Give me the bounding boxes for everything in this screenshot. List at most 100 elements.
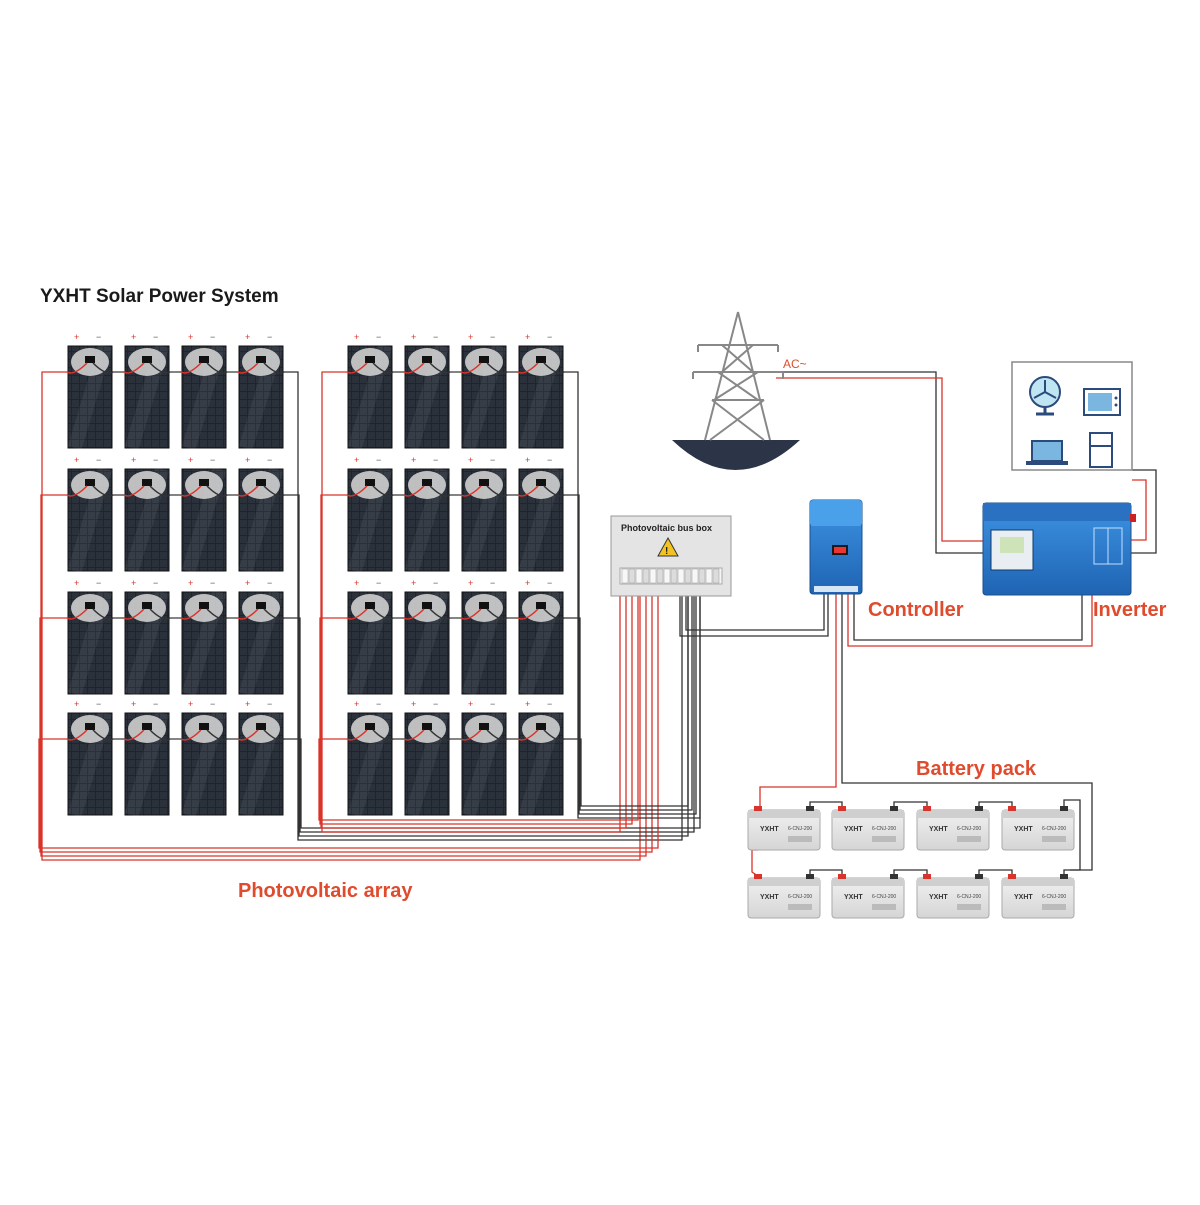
- minus-terminal-label: −: [433, 455, 438, 465]
- photovoltaic-array: [66, 343, 565, 818]
- page-title: YXHT Solar Power System: [40, 286, 279, 307]
- solar-panel: [460, 343, 508, 451]
- plus-terminal-label: +: [245, 699, 250, 709]
- plus-terminal-label: +: [188, 578, 193, 588]
- battery-pack-label: Battery pack: [916, 758, 1037, 780]
- solar-panel: [346, 343, 394, 451]
- solar-panel: [66, 710, 114, 818]
- solar-panel: [517, 466, 565, 574]
- inverter-device: [982, 502, 1136, 596]
- plus-terminal-label: +: [468, 455, 473, 465]
- minus-terminal-label: −: [547, 699, 552, 709]
- minus-terminal-label: −: [96, 699, 101, 709]
- minus-terminal-label: −: [267, 578, 272, 588]
- plus-terminal-label: +: [131, 455, 136, 465]
- minus-terminal-label: −: [490, 578, 495, 588]
- minus-terminal-label: −: [267, 332, 272, 342]
- solar-panel: [180, 343, 228, 451]
- solar-panel: [460, 466, 508, 574]
- minus-terminal-label: −: [490, 699, 495, 709]
- solar-panel: [517, 589, 565, 697]
- minus-terminal-label: −: [547, 455, 552, 465]
- plus-terminal-label: +: [245, 332, 250, 342]
- minus-terminal-label: −: [433, 699, 438, 709]
- battery-brand: YXHT: [844, 826, 863, 833]
- plus-terminal-label: +: [74, 699, 79, 709]
- minus-terminal-label: −: [267, 699, 272, 709]
- laptop-icon: [1026, 440, 1068, 465]
- plus-terminal-label: +: [525, 455, 530, 465]
- plus-terminal-label: +: [468, 578, 473, 588]
- battery-brand: YXHT: [929, 826, 948, 833]
- minus-terminal-label: −: [433, 578, 438, 588]
- plus-terminal-label: +: [188, 699, 193, 709]
- loads-box: [1011, 361, 1133, 471]
- solar-panel: [66, 343, 114, 451]
- plus-terminal-label: +: [354, 699, 359, 709]
- minus-terminal-label: −: [210, 332, 215, 342]
- solar-panel: [517, 710, 565, 818]
- battery: YXHT 6-CNJ-200: [747, 806, 821, 851]
- battery-model: 6-CNJ-200: [788, 826, 812, 832]
- battery: YXHT 6-CNJ-200: [916, 806, 990, 851]
- battery-model: 6-CNJ-200: [1042, 894, 1066, 900]
- solar-panel: [123, 343, 171, 451]
- solar-panel: [346, 589, 394, 697]
- plus-terminal-label: +: [131, 699, 136, 709]
- plus-terminal-label: +: [74, 332, 79, 342]
- minus-terminal-label: −: [210, 455, 215, 465]
- controller-label: Controller: [868, 599, 964, 621]
- plus-terminal-label: +: [411, 332, 416, 342]
- solar-panel: [403, 343, 451, 451]
- plus-terminal-label: +: [411, 455, 416, 465]
- minus-terminal-label: −: [210, 699, 215, 709]
- bus-box-label: Photovoltaic bus box: [621, 523, 712, 533]
- minus-terminal-label: −: [96, 332, 101, 342]
- minus-terminal-label: −: [210, 578, 215, 588]
- photovoltaic-bus-box: Photovoltaic bus box !: [610, 515, 732, 597]
- plus-terminal-label: +: [131, 332, 136, 342]
- battery-brand: YXHT: [929, 894, 948, 901]
- plus-terminal-label: +: [525, 578, 530, 588]
- high-voltage-warning-icon: !: [657, 536, 679, 557]
- minus-terminal-label: −: [547, 578, 552, 588]
- battery-model: 6-CNJ-200: [957, 894, 981, 900]
- battery-brand: YXHT: [760, 826, 779, 833]
- solar-panel: [403, 589, 451, 697]
- plus-terminal-label: +: [245, 578, 250, 588]
- solar-panel: [403, 466, 451, 574]
- minus-terminal-label: −: [153, 332, 158, 342]
- minus-terminal-label: −: [376, 578, 381, 588]
- solar-panel: [237, 710, 285, 818]
- battery-model: 6-CNJ-200: [957, 826, 981, 832]
- minus-terminal-label: −: [153, 578, 158, 588]
- solar-panel: [180, 466, 228, 574]
- solar-panel: [66, 589, 114, 697]
- minus-terminal-label: −: [376, 699, 381, 709]
- plus-terminal-label: +: [525, 699, 530, 709]
- minus-terminal-label: −: [153, 699, 158, 709]
- fan-icon: [1029, 376, 1061, 416]
- solar-panel: [237, 343, 285, 451]
- minus-terminal-label: −: [433, 332, 438, 342]
- solar-panel: [237, 466, 285, 574]
- plus-terminal-label: +: [525, 332, 530, 342]
- plus-terminal-label: +: [188, 332, 193, 342]
- solar-panel: [460, 589, 508, 697]
- solar-panel: [123, 589, 171, 697]
- svg-text:!: !: [665, 546, 668, 557]
- plus-terminal-label: +: [74, 578, 79, 588]
- solar-panel: [460, 710, 508, 818]
- solar-panel: [180, 710, 228, 818]
- solar-panel: [237, 589, 285, 697]
- battery-brand: YXHT: [1014, 894, 1033, 901]
- refrigerator-icon: [1089, 432, 1113, 468]
- battery-model: 6-CNJ-200: [872, 894, 896, 900]
